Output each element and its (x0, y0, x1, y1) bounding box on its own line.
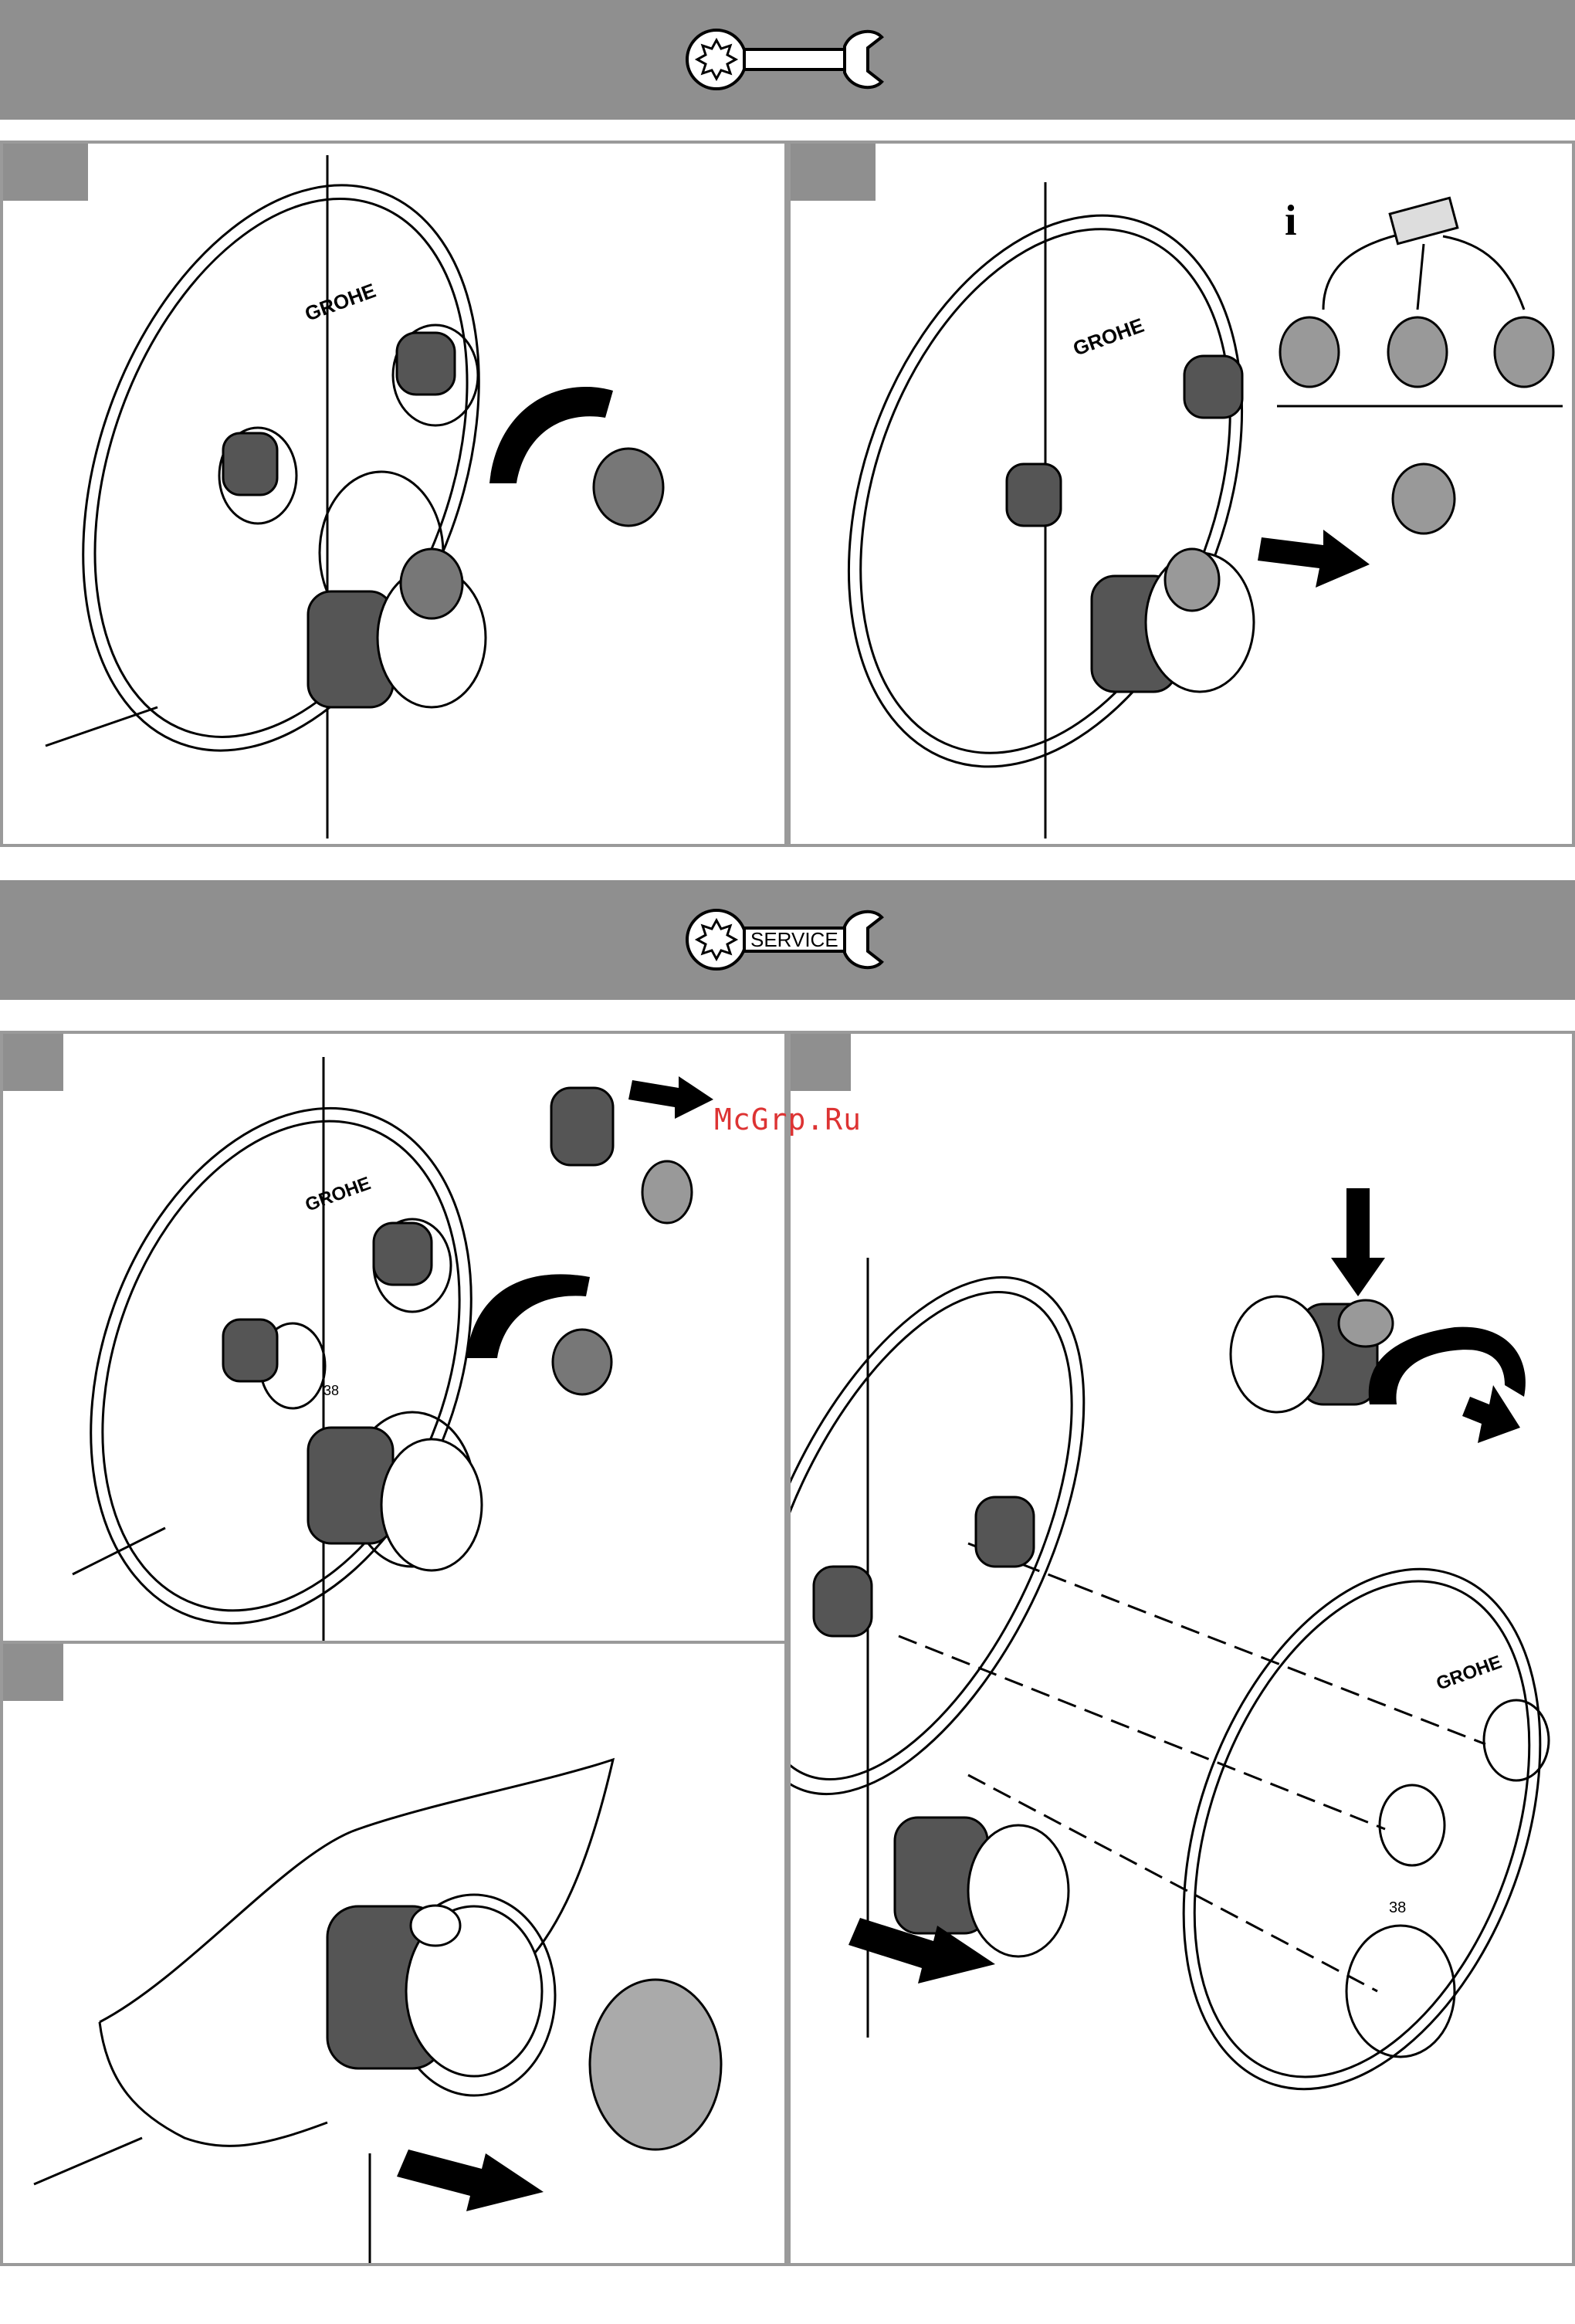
header-band-top (0, 0, 1575, 120)
step-panel-1: GROHE (0, 141, 788, 847)
service-label: SERVICE (750, 928, 838, 951)
illustration-remove-temperature-cap: GROHE 38 (3, 1034, 788, 1645)
header-band-service: SERVICE (0, 880, 1575, 1000)
watermark: McGrp.Ru (714, 1103, 862, 1137)
illustration-remove-cover-plate: GROHE 38 (791, 1034, 1575, 2266)
step-panel-3: GROHE 38 (0, 1031, 788, 1645)
brand-logo-text: GROHE (1070, 313, 1147, 361)
illustration-remove-knob-cover (3, 1644, 788, 2266)
rain-shower-icon (1388, 317, 1447, 387)
brand-logo-text: GROHE (1434, 1652, 1505, 1694)
step-panel-5: GROHE 38 (788, 1031, 1575, 2266)
wrench-icon (679, 23, 896, 97)
mode-button-row (1280, 317, 1553, 387)
illustration-remove-caps: GROHE (3, 144, 788, 847)
hand-shower-icon (1495, 317, 1553, 387)
brand-logo-text: GROHE (303, 1173, 374, 1215)
knob-cover-cap (590, 1980, 721, 2150)
illustration-insert-mode-caps: i GROHE (791, 144, 1575, 847)
temperature-scale-label: 38 (323, 1383, 339, 1398)
service-wrench-icon: SERVICE (679, 903, 896, 977)
info-icon: i (1285, 197, 1297, 245)
temperature-scale-label: 38 (1389, 1899, 1406, 1916)
step-panel-2: i GROHE (788, 141, 1575, 847)
brand-logo-text: GROHE (302, 279, 379, 326)
step-panel-4 (0, 1641, 788, 2266)
bathtub-icon (1280, 317, 1339, 387)
